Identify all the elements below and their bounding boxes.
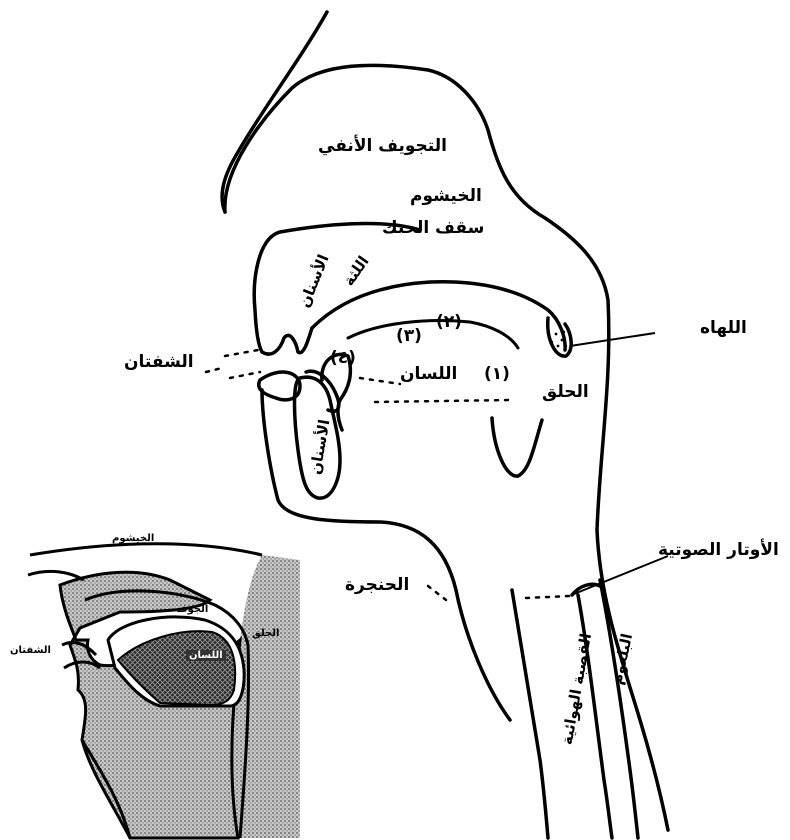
tongue-region-3: (٣)	[396, 326, 422, 346]
tongue-back	[492, 418, 542, 476]
inset-diagram	[28, 544, 300, 838]
inset-label-lips: الشفتان	[10, 645, 51, 656]
esophagus-wall	[578, 595, 612, 838]
inset-label-oral-cavity: الجوف	[176, 604, 208, 615]
tongue-region-2: (٢)	[436, 312, 462, 332]
tongue-region-1: (١)	[484, 364, 510, 384]
inset-nasal-line	[30, 544, 262, 555]
inset-label-pharynx: الحلق	[252, 628, 280, 639]
label-uvula: اللهاه	[700, 318, 747, 338]
inset-label-tongue: اللسان	[186, 650, 226, 661]
label-tongue: اللسان	[400, 364, 457, 384]
label-lips: الشفتان	[124, 352, 194, 372]
nose-outline	[222, 12, 327, 212]
label-nasopharynx: الخيشوم	[410, 186, 482, 206]
label-nasal-cavity: التجويف الأنفي	[318, 136, 447, 156]
label-larynx: الحنجرة	[345, 575, 409, 595]
label-vocal-cords: الأوتار الصوتية	[658, 540, 779, 560]
label-palate: سقف الحنك	[382, 218, 484, 238]
inset-label-nasopharynx: الخيشوم	[112, 533, 154, 544]
label-pharynx: الحلق	[542, 382, 589, 402]
tongue-region-4: (٤)	[330, 348, 356, 368]
tongue-arc	[348, 321, 518, 348]
leader-lines	[570, 333, 668, 594]
trachea-front	[512, 590, 548, 838]
